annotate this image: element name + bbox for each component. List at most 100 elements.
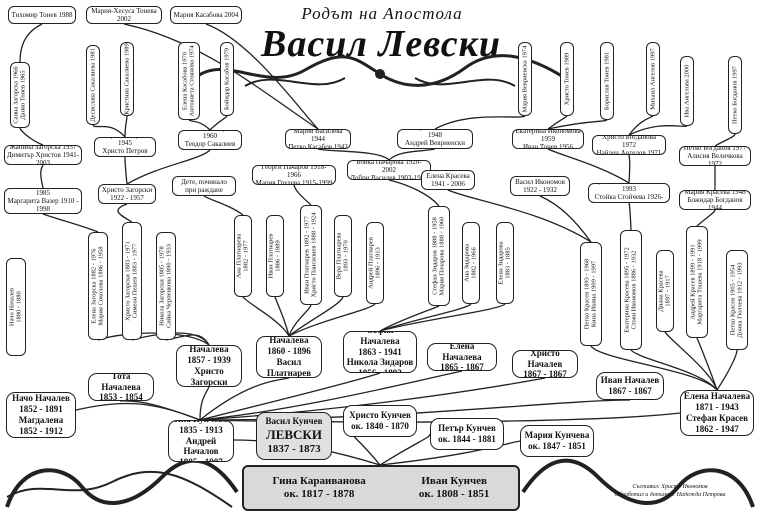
connector-58 xyxy=(714,133,736,147)
connector-3 xyxy=(379,440,521,466)
root-father: Иван Кунчев ок. 1808 - 1851 xyxy=(418,475,490,500)
vbox-andrey: Андрей Платнарев 1896 - 1913 xyxy=(366,222,384,304)
connector-55 xyxy=(547,119,608,130)
connector-8 xyxy=(199,372,381,421)
box-pacharova: Бойка Пачарова 1920-2002 Добри Василев 1… xyxy=(347,160,431,180)
vbox-iva: Ива Ангелова 2000 xyxy=(680,56,694,126)
box-georgi: Георги Пачаров 1918-1966 Мария Грудева 1… xyxy=(252,165,336,185)
root-mother: Гина Караиванова ок. 1817 - 1878 xyxy=(272,475,366,500)
vbox-ana-zidarova: Ана Зидарова 1882 - 1966 xyxy=(462,222,480,304)
connector-35 xyxy=(539,195,592,243)
connector-32 xyxy=(293,184,312,206)
box-krasseva-1948: Мария Красева 1948 Божидар Богданов 1944 xyxy=(679,190,751,210)
credits: Съставил: Христо Икономов Обработил и до… xyxy=(585,484,755,500)
levski-nickname: ЛЕВСКИ xyxy=(266,427,322,442)
connector-16 xyxy=(242,296,290,337)
vbox-ivan-platnarev: Иван Платнарев 1886 - 1889 xyxy=(266,215,284,297)
connector-7 xyxy=(199,377,290,421)
box-petko-1977: Петко Богданов 1977 Алисия Величкова 197… xyxy=(679,146,751,166)
vbox-mihail: Михаил Ангелов 1997 xyxy=(646,42,660,116)
vbox-kristina: Кристина Сакалиева 1989 xyxy=(120,42,134,116)
box-hesusa: Мария-Хесуса Тонева 2002 xyxy=(86,6,162,24)
connector-25 xyxy=(630,349,718,391)
connector-47 xyxy=(92,124,126,138)
vbox-desislava: Десислава Сакалиева 1981 xyxy=(86,45,100,125)
connector-4 xyxy=(75,402,201,421)
box-elena-kraseva: Елена Началева 1871 - 1943 Стефан Красев… xyxy=(680,390,754,436)
connector-19 xyxy=(288,296,344,337)
vbox-nacho-1880: Начо Началев 1880 - 1880 xyxy=(6,258,26,356)
box-lubena: Любена Загорска 1960 Теодор Сакалиев 195… xyxy=(178,130,242,150)
levski-box: Васил Кунчев ЛЕВСКИ 1837 - 1873 xyxy=(256,412,332,460)
connector-41 xyxy=(317,148,390,161)
vbox-elena-1970: Елена Касабова 1970 Антоанета Стоянова 1… xyxy=(178,42,200,120)
box-ekaterina-1959: Екатерина Икономова 1959 Иван Тонев 1956 xyxy=(512,129,584,149)
box-ikonomov: Христо Икономов 1925-1993 Стойка Стойчев… xyxy=(588,183,670,203)
connector-18 xyxy=(288,304,312,337)
vbox-bojidar: Бойидар Касабов 1979 xyxy=(220,42,234,116)
root-parents: Гина Караиванова ок. 1817 - 1878 Иван Ку… xyxy=(242,465,520,511)
vbox-saina: Саина Загорска 1966 Данко Тонев 1965 xyxy=(10,62,30,128)
connector-43 xyxy=(40,164,44,189)
title-line-1: Родът на Апостола xyxy=(301,4,463,23)
box-yana: Яна Кунчева 1835 - 1913 Андрей Началов 1… xyxy=(168,420,234,462)
box-elena-nacheva: Елена Началева 1865 - 1867 xyxy=(427,343,497,371)
bottom-left-ornament xyxy=(5,458,239,508)
box-krasseva-1941: Елена Красева 1941 - 2006 xyxy=(421,170,475,190)
connector-29 xyxy=(117,203,133,223)
connector-46 xyxy=(19,127,44,146)
box-gina: Гина Началева 1857 - 1939 Христо Загорск… xyxy=(176,345,242,387)
credits-line-1: Съставил: Христо Икономов xyxy=(632,484,708,490)
vbox-diana: Диана Красева 1897 - 1917 xyxy=(656,250,674,332)
vbox-andrey-krasev: Андрей Красев 1899 - 1991 Маргарита Тоше… xyxy=(686,226,708,338)
vbox-ana-platnareva: Ана Платнарева 1882 - 1977 xyxy=(234,215,252,297)
bottom-right-ornament xyxy=(521,458,755,508)
box-child: Дете, починало при раждане xyxy=(172,176,236,196)
title-line-2: Васил Левски xyxy=(260,23,502,65)
connector-33 xyxy=(203,195,244,216)
connector-59 xyxy=(19,23,43,63)
connector-57 xyxy=(628,124,688,136)
connector-34 xyxy=(628,202,632,231)
box-stefana: Стефана Василева 1948 Андрей Вевриенски … xyxy=(397,129,473,149)
connector-23 xyxy=(379,303,506,332)
connector-24 xyxy=(590,345,718,391)
connector-30 xyxy=(42,213,99,233)
connector-54 xyxy=(547,115,568,130)
connector-20 xyxy=(288,303,376,337)
box-mariya-kuncheva: Мария Кунчева ок. 1847 - 1851 xyxy=(520,425,594,457)
credits-line-2: Обработил и допълнил: Надежда Петрова xyxy=(614,491,726,498)
connector-42 xyxy=(388,148,436,161)
connector-37 xyxy=(447,189,592,243)
box-zagorski-1910: Христо Загорски 1910 - 1985 Маргарита Ва… xyxy=(4,188,82,214)
vbox-vera: Вера Платнарева 1893 - 1970 xyxy=(334,215,352,297)
box-tota: Тота Началева 1853 - 1854 xyxy=(88,373,154,401)
box-ivan-nachev: Иван Началев 1867 - 1867 xyxy=(596,372,664,400)
vbox-hristo-1989: Христо Тонев 1989 xyxy=(560,42,574,116)
connector-56 xyxy=(628,115,654,136)
box-mariya-nacheva: Мария Началева 1860 - 1896 Васил Платнар… xyxy=(256,336,322,378)
box-zagorska-1945: Мария Загорска 1945 Христо Петров 1936 xyxy=(94,137,156,157)
vbox-hristo-zagorski: Христо Загорски 1883 - 1971 Симеон Пешев… xyxy=(122,222,142,340)
box-petar-kunchev: Петър Кунчев ок. 1844 - 1881 xyxy=(430,418,504,450)
connector-38 xyxy=(547,148,630,184)
vbox-petko-krasev-2: Петко Красев 1905 - 1954 Донка Гюлчева 1… xyxy=(726,250,748,350)
connector-22 xyxy=(379,303,472,332)
levski-name: Васил Кунчев xyxy=(265,416,323,427)
connector-48 xyxy=(124,115,128,138)
connector-9 xyxy=(199,370,463,421)
box-vasileva-1944: Мария Василева 1944 Петко Касабов 1942 xyxy=(285,129,351,149)
connector-6 xyxy=(199,386,210,421)
box-nacho: Начо Началев 1852 - 1891 Магдалена 1852 … xyxy=(6,392,76,438)
box-hristo-kunchev: Христо Кунчев ок. 1840 - 1870 xyxy=(343,405,417,437)
connector-36 xyxy=(696,209,716,227)
levski-dates: 1837 - 1873 xyxy=(267,442,321,455)
box-toniev: Тихомир Тонев 1988 xyxy=(8,6,76,24)
vbox-petko-1997: Петко Богданов 1997 xyxy=(728,56,742,134)
vbox-ekaterina-kraseva: Екатерина Красева 1895 - 1972 Стоян Икон… xyxy=(620,230,642,350)
connector-49 xyxy=(188,119,211,131)
box-zanina: Жанина Загорска 1937 Димитър Христов 194… xyxy=(4,145,82,165)
connector-45 xyxy=(126,149,211,185)
connector-44 xyxy=(124,156,128,185)
